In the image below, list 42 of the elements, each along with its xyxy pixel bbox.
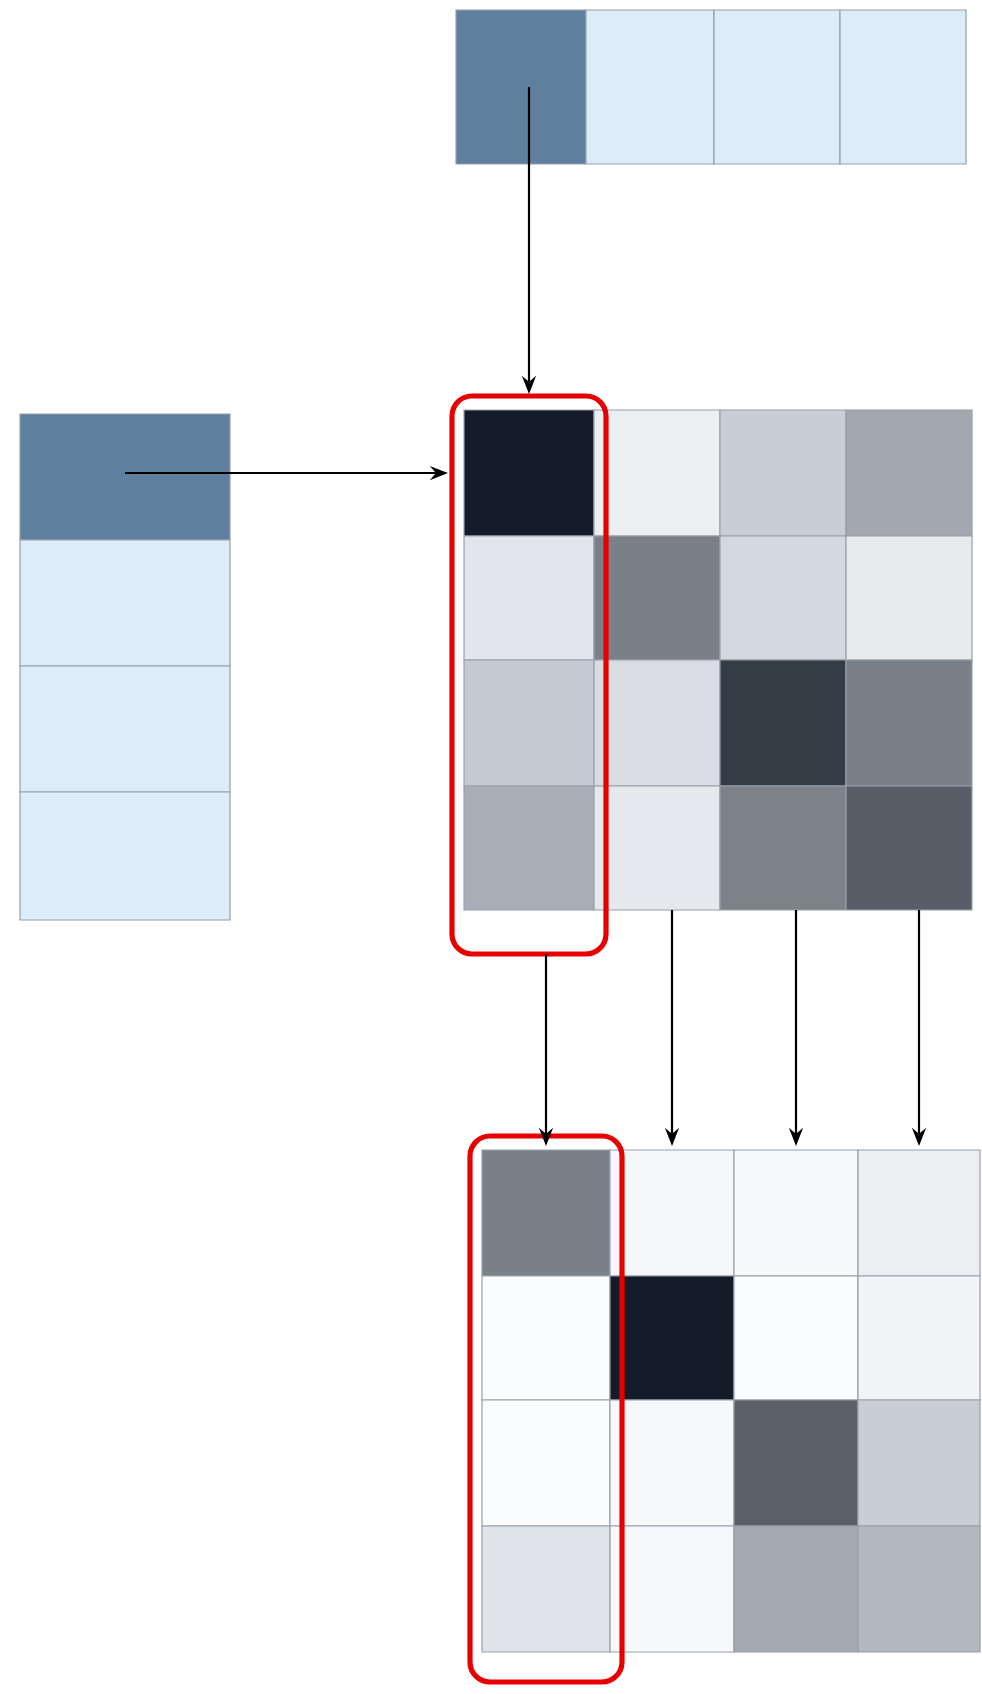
grid-cell — [733, 1275, 859, 1401]
grid-cell — [585, 9, 715, 165]
grid-cell — [713, 9, 841, 165]
grid-cell — [609, 1525, 735, 1653]
grid-cell — [719, 785, 847, 911]
grid-cell — [593, 535, 721, 661]
grid-cell — [845, 659, 973, 787]
grid-cell — [481, 1149, 611, 1277]
grid-cell — [733, 1399, 859, 1527]
grid-cell — [593, 409, 721, 537]
grid-cell — [463, 535, 595, 661]
grid-cell — [19, 791, 231, 921]
grid-cell — [719, 659, 847, 787]
grid-cell — [463, 785, 595, 911]
grid-cell — [19, 413, 231, 541]
grid-cell — [839, 9, 967, 165]
grid-cell — [609, 1149, 735, 1277]
grid-cell — [593, 785, 721, 911]
grid-cell — [463, 659, 595, 787]
grid-cell — [857, 1149, 981, 1277]
grid-cell — [733, 1149, 859, 1277]
highlight-frame — [449, 393, 609, 957]
grid-cell — [857, 1275, 981, 1401]
grid-cell — [857, 1525, 981, 1653]
grid-cell — [593, 659, 721, 787]
grid-cell — [463, 409, 595, 537]
grid-cell — [609, 1275, 735, 1401]
grid-cell — [857, 1399, 981, 1527]
grid-cell — [455, 9, 587, 165]
grid-cell — [719, 409, 847, 537]
grid-cell — [719, 535, 847, 661]
grid-cell — [481, 1525, 611, 1653]
grid-cell — [733, 1525, 859, 1653]
highlight-frame — [467, 1133, 625, 1685]
grid-cell — [609, 1399, 735, 1527]
grid-cell — [19, 539, 231, 667]
grid-cell — [481, 1399, 611, 1527]
grid-cell — [19, 665, 231, 793]
grid-cell — [845, 785, 973, 911]
grid-cell — [845, 409, 973, 537]
grid-cell — [845, 535, 973, 661]
grid-cell — [481, 1275, 611, 1401]
